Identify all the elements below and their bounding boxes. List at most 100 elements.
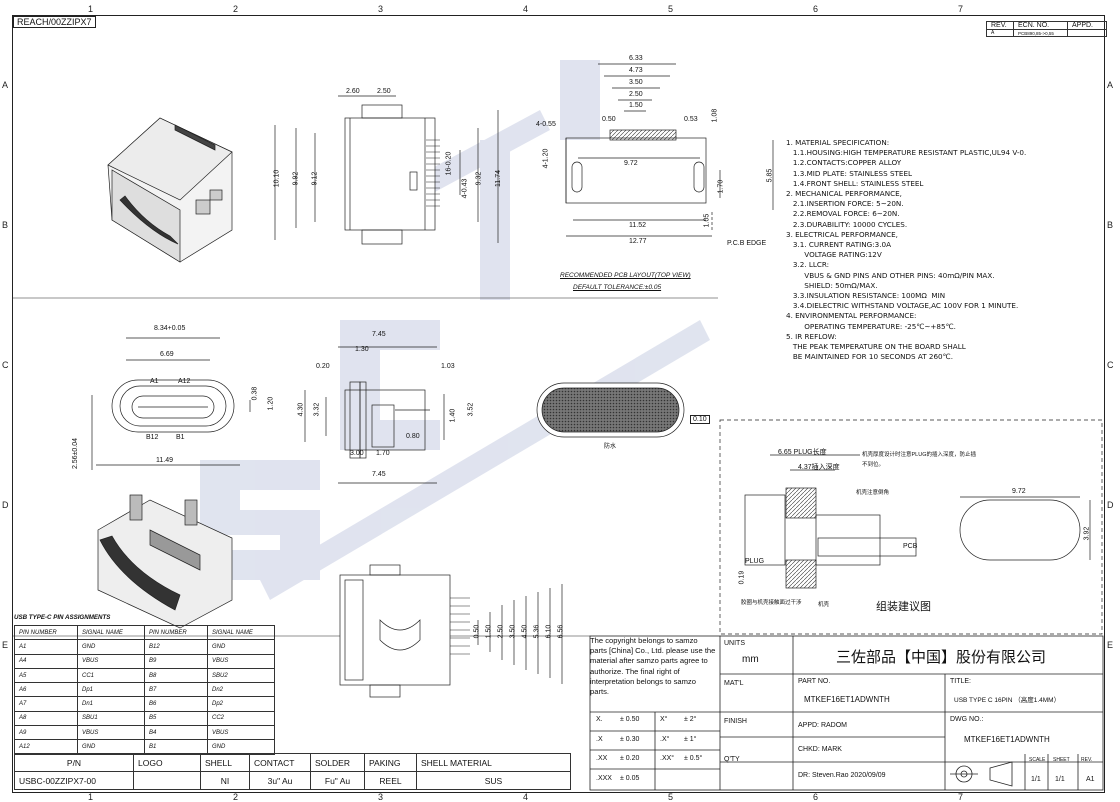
pcb-edge-label: P.C.B EDGE — [727, 240, 767, 247]
spec-line: 3.4.DIELECTRIC WITHSTAND VOLTAGE,AC 100V… — [786, 301, 1019, 311]
dim-label: 4-0.55 — [536, 121, 556, 128]
copyright-note: The copyright belongs to samzo parts [Ch… — [590, 636, 716, 697]
tol-cell: X. — [596, 716, 603, 723]
bottom-view — [339, 564, 563, 698]
dim-label: 7.45 — [372, 331, 386, 338]
seal-note: 防水 — [604, 444, 617, 450]
flatness-callout: 0.10 — [690, 415, 710, 424]
top-view — [274, 95, 499, 245]
column-number: 5 — [668, 792, 674, 802]
plug-label: PLUG — [745, 558, 765, 565]
dim-label: 1.30 — [355, 346, 369, 353]
tol-cell: X° — [660, 716, 668, 723]
bom-table: P/N LOGO SHELL CONTACT SOLDER PAKING SHE… — [14, 753, 571, 790]
tol-cell: .XX° — [660, 755, 675, 762]
dim-label: 11.49 — [156, 457, 173, 464]
tol-cell: ± 1° — [684, 736, 697, 743]
column-number: 6 — [813, 792, 819, 802]
dim-label: 2.50 — [377, 88, 391, 95]
part-no-label: PART NO. — [798, 678, 831, 685]
dim-label: 0.53 — [684, 116, 698, 123]
column-number: 3 — [378, 792, 384, 802]
assembly-title: 组装建议图 — [876, 600, 931, 613]
dim-label: 1.70 — [376, 450, 390, 457]
pcb-label: PCB — [903, 543, 918, 550]
spec-line: 1.4.FRONT SHELL: STAINLESS STEEL — [786, 178, 924, 188]
spec-line: 2.2.REMOVAL FORCE: 6~20N. — [786, 209, 900, 219]
row-letter: B — [2, 220, 9, 230]
row-letter: C — [1107, 360, 1114, 370]
column-number: 7 — [958, 792, 964, 802]
tol-cell: .XXX — [596, 775, 612, 782]
scale-label: SCALE — [1029, 757, 1046, 763]
spec-line: VOLTAGE RATING:12V — [786, 250, 882, 260]
dim-label: 9.72 — [624, 160, 638, 167]
row-letter: A — [2, 80, 9, 90]
table-cell: SUS — [416, 771, 571, 790]
dim-label: 4.37插入深度 — [798, 464, 840, 471]
column-number: 2 — [233, 792, 239, 802]
table-row: P/N LOGO SHELL CONTACT SOLDER PAKING SHE… — [14, 753, 571, 772]
table-row: PIN NUMBER SIGNAL NAME PIN NUMBER SIGNAL… — [14, 624, 275, 641]
spec-line: OPERATING TEMPERATURE: -25℃~+85℃. — [786, 321, 956, 331]
dim-label: 11.52 — [629, 222, 646, 229]
glue-note: 机壳注意倒角 — [856, 490, 890, 496]
spec-line: 3.1. CURRENT RATING:3.0A — [786, 240, 891, 250]
tolerance-caption: DEFAULT TOLERANCE:±0.05 — [573, 284, 662, 291]
pin-callout: A12 — [178, 378, 191, 385]
column-number: 4 — [523, 792, 529, 802]
sheet-value: 1/1 — [1055, 776, 1065, 783]
plug-note: 机壳厚度设计时注意PLUG的插入深度，防止插 — [862, 452, 976, 458]
tol-cell: ± 0.5° — [684, 755, 703, 762]
dim-label: 0.80 — [406, 433, 420, 440]
row-letter: D — [1107, 500, 1114, 510]
material-label: MAT'L — [724, 680, 744, 687]
assembly-detail — [744, 454, 1091, 589]
pin-callout: B1 — [176, 434, 185, 441]
dim-label: 1.03 — [441, 363, 455, 370]
spec-line: 1.1.HOUSING:HIGH TEMPERATURE RESISTANT P… — [786, 148, 1027, 158]
dim-label: 6.69 — [160, 351, 174, 358]
spec-line: 3.2. LLCR: — [786, 260, 830, 270]
drawing-frame — [12, 15, 1105, 793]
row-letter: E — [2, 640, 9, 650]
spec-line: 1.2.CONTACTS:COPPER ALLOY — [786, 158, 902, 168]
spec-line: 1. MATERIAL SPECIFICATION: — [786, 138, 890, 147]
spec-line: SHIELD: 50mΩ/MAX. — [786, 280, 878, 290]
row-letter: B — [1107, 220, 1114, 230]
column-number: 1 — [88, 4, 94, 14]
dim-label: 0.50 — [602, 116, 616, 123]
column-number: 4 — [523, 4, 529, 14]
spec-line: 2.1.INSERTION FORCE: 5~20N. — [786, 199, 904, 209]
scale-value: 1/1 — [1031, 776, 1041, 783]
rev-value: A1 — [1086, 776, 1095, 783]
spec-line: 3.3.INSULATION RESISTANCE: 100MΩ MIN — [786, 291, 946, 301]
title-value: USB TYPE C 16PIN （高度1.4MM） — [954, 697, 1061, 704]
specifications: 1. MATERIAL SPECIFICATION: 1.1.HOUSING:H… — [786, 138, 1026, 362]
spec-line: THE PEAK TEMPERATURE ON THE BOARD SHALL — [786, 342, 966, 352]
revision-table: REV. ECN. NO. APPD. A PCB890,85->0,55 — [986, 21, 1107, 37]
pin-assignments: USB TYPE-C PIN ASSIGNMENTS — [14, 614, 110, 624]
tol-cell: ± 0.50 — [620, 716, 640, 723]
dim-label: 9.72 — [1012, 488, 1026, 495]
plug-note: 不到位。 — [862, 462, 885, 468]
column-number: 6 — [813, 4, 819, 14]
tol-cell: ± 0.20 — [620, 755, 640, 762]
spec-line: 4. ENVIRONMENTAL PERFORMANCE: — [786, 311, 917, 321]
dim-label: 0.20 — [316, 363, 330, 370]
pcb-layout-caption: RECOMMENDED PCB LAYOUT(TOP VIEW) — [560, 272, 691, 279]
title-label: TITLE: — [950, 678, 972, 685]
sheet-label: SHEET — [1053, 757, 1070, 763]
spec-line: 1.3.MID PLATE: STAINLESS STEEL — [786, 168, 913, 178]
dim-label: 7.45 — [372, 471, 386, 478]
tol-cell: ± 2° — [684, 716, 697, 723]
part-no-value: MTKEF16ET1ADWNTH — [804, 695, 890, 704]
company-name: 三佐部品【中国】股份有限公司 — [836, 648, 1047, 666]
table-cell: 3u" Au — [249, 771, 311, 790]
pin-table: PIN NUMBER SIGNAL NAME PIN NUMBER SIGNAL… — [14, 624, 275, 755]
finish-label: FINISH — [724, 718, 747, 725]
dim-label: 1.50 — [629, 102, 643, 109]
